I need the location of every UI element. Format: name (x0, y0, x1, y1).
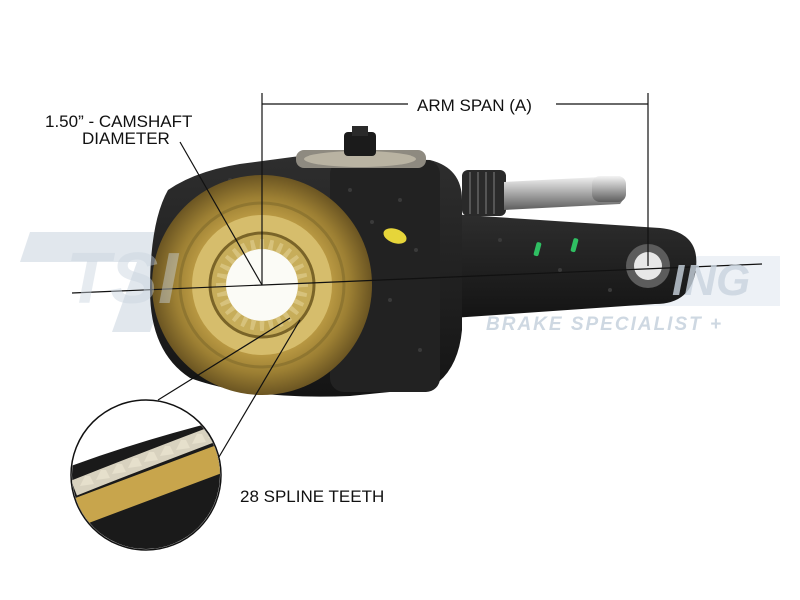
watermark-tagline: BRAKE SPECIALIST + (486, 314, 724, 335)
spline-tooth (219, 298, 231, 307)
zoom-leader-top (157, 317, 291, 401)
spline-tooth (216, 290, 228, 298)
spline-tooth (240, 242, 249, 254)
spline-tooth (249, 239, 257, 251)
spline-tooth (267, 319, 275, 331)
spline-tooth (216, 272, 228, 280)
slack-adjuster (150, 126, 697, 397)
dimension-lines (71, 93, 763, 463)
spline-tooth (275, 242, 284, 254)
spline-tooth (259, 320, 265, 331)
spline-tooth (267, 239, 275, 251)
spline-tooth (288, 305, 300, 316)
spline-tooth (224, 305, 236, 316)
zoom-spline-tooth (144, 452, 158, 462)
zoom-spline-tooth (192, 434, 206, 444)
spline-tooth (293, 298, 305, 307)
spline-tooth (231, 311, 242, 323)
casting-texture (228, 178, 612, 352)
zoom-spline-tooth (176, 440, 190, 450)
spline-tooth (296, 290, 308, 298)
spline-teeth-label: 28 SPLINE TEETH (240, 487, 385, 506)
spline-tooth (224, 254, 236, 265)
spline-tooth (282, 311, 293, 323)
spline-tooth (231, 247, 242, 259)
spline-zoom-detail (70, 399, 222, 551)
zoom-spline-tooth (160, 446, 174, 456)
adjusting-hex-nut (296, 126, 426, 168)
spline-tooth (219, 263, 231, 272)
clevis-pin (462, 170, 626, 216)
watermark-logo: TSI (66, 239, 179, 319)
spline-tooth (288, 254, 300, 265)
green-paint-marks (533, 238, 579, 257)
centerline (71, 263, 763, 294)
adjuster-arm (420, 212, 697, 318)
spline-tooth (296, 272, 308, 280)
zoom-spline-tooth (128, 458, 142, 468)
zoom-leader-bottom (215, 319, 301, 463)
spline-tooth (293, 263, 305, 272)
zoom-spline-tooth (96, 470, 110, 480)
camshaft-diameter-label-line2: DIAMETER (82, 129, 170, 148)
spline-tooth (282, 247, 293, 259)
spline-tooth (275, 316, 284, 328)
spline-tooth (240, 316, 249, 328)
arm-span-label: ARM SPAN (A) (417, 96, 532, 115)
camshaft-leader (179, 141, 263, 286)
spline-tooth (249, 319, 257, 331)
zoom-spline-tooth (80, 476, 94, 486)
watermark-suffix: ING (672, 256, 751, 305)
camshaft-diameter-label: 1.50” - CAMSHAFT (45, 112, 193, 131)
zoom-spline-tooth (112, 464, 126, 474)
yellow-paint-mark (383, 228, 407, 244)
